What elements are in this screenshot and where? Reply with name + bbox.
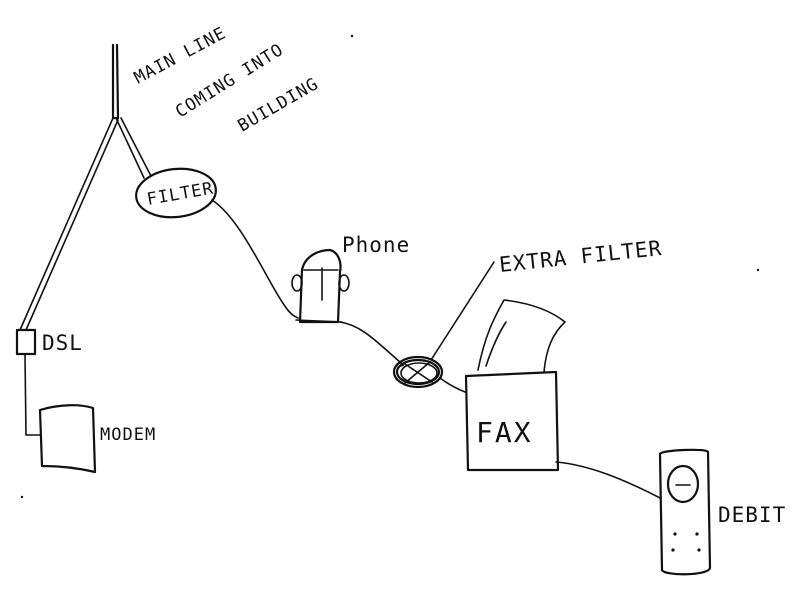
modem-label: MODEM	[100, 425, 156, 445]
debit-label: DEBIT	[718, 503, 786, 527]
dsl-device	[15, 328, 37, 356]
ink-speck	[756, 268, 760, 272]
extra-filter-pointer	[430, 261, 495, 361]
wire-fax-to-debit	[555, 461, 661, 499]
extra-filter-label: EXTRA FILTER	[498, 236, 663, 277]
phone-device	[291, 248, 350, 324]
main-line-label-3: BUILDING	[235, 74, 323, 136]
fax-label: FAX	[476, 416, 533, 449]
wire-filter-to-phone	[211, 199, 299, 319]
filter-device	[135, 167, 217, 219]
extra-filter-device	[392, 355, 444, 389]
wire-main-to-dsl	[19, 117, 119, 331]
modem-device	[38, 404, 97, 474]
phone-label: Phone	[342, 233, 410, 257]
fax-device	[464, 299, 566, 472]
ink-speck	[350, 34, 354, 38]
dsl-label: DSL	[42, 331, 83, 355]
wire-dsl-to-modem	[24, 354, 41, 436]
wire-main-to-filter	[115, 117, 152, 179]
wire-phone-to-extra-filter	[339, 321, 404, 367]
filter-label: FILTER	[145, 179, 215, 210]
debit-device	[658, 448, 712, 576]
main-line	[111, 43, 120, 120]
ink-speck	[20, 495, 24, 499]
wire-extra-filter-to-fax	[439, 377, 466, 393]
